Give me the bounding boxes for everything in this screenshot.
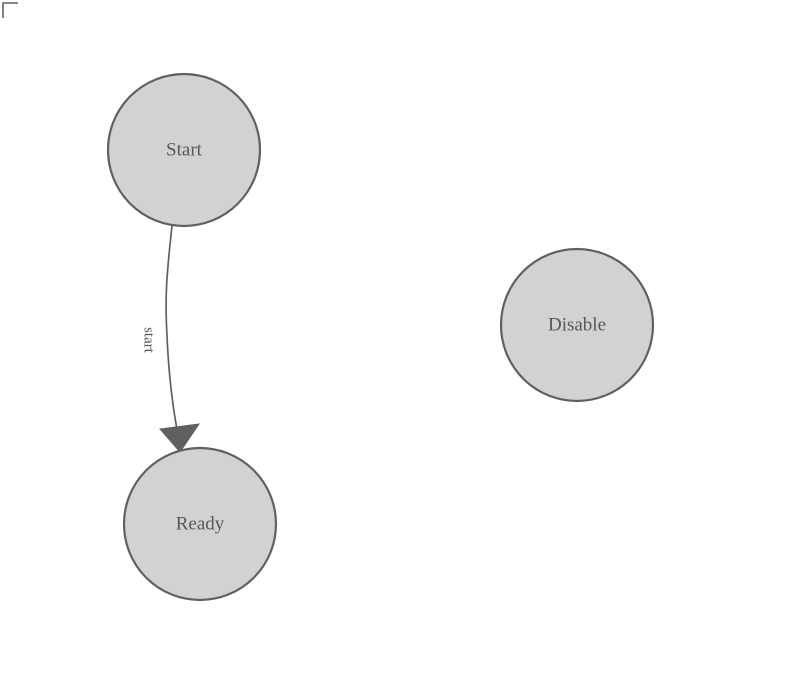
node-start[interactable]: Start xyxy=(106,72,262,228)
node-ready-label: Ready xyxy=(176,513,225,534)
node-disable-label: Disable xyxy=(548,314,606,335)
node-disable-circle xyxy=(499,247,655,403)
edge-line xyxy=(165,225,180,442)
node-start-label: Start xyxy=(166,139,203,160)
canvas-corner-bracket-icon xyxy=(2,2,18,18)
node-start-circle xyxy=(106,72,262,228)
node-disable[interactable]: Disable xyxy=(499,247,655,403)
arrowhead-icon xyxy=(159,423,201,453)
node-ready[interactable]: Ready xyxy=(122,446,278,602)
edge-label-start: start xyxy=(141,327,157,354)
edge-start-to-ready[interactable]: start xyxy=(141,225,201,453)
node-ready-circle xyxy=(122,446,278,602)
